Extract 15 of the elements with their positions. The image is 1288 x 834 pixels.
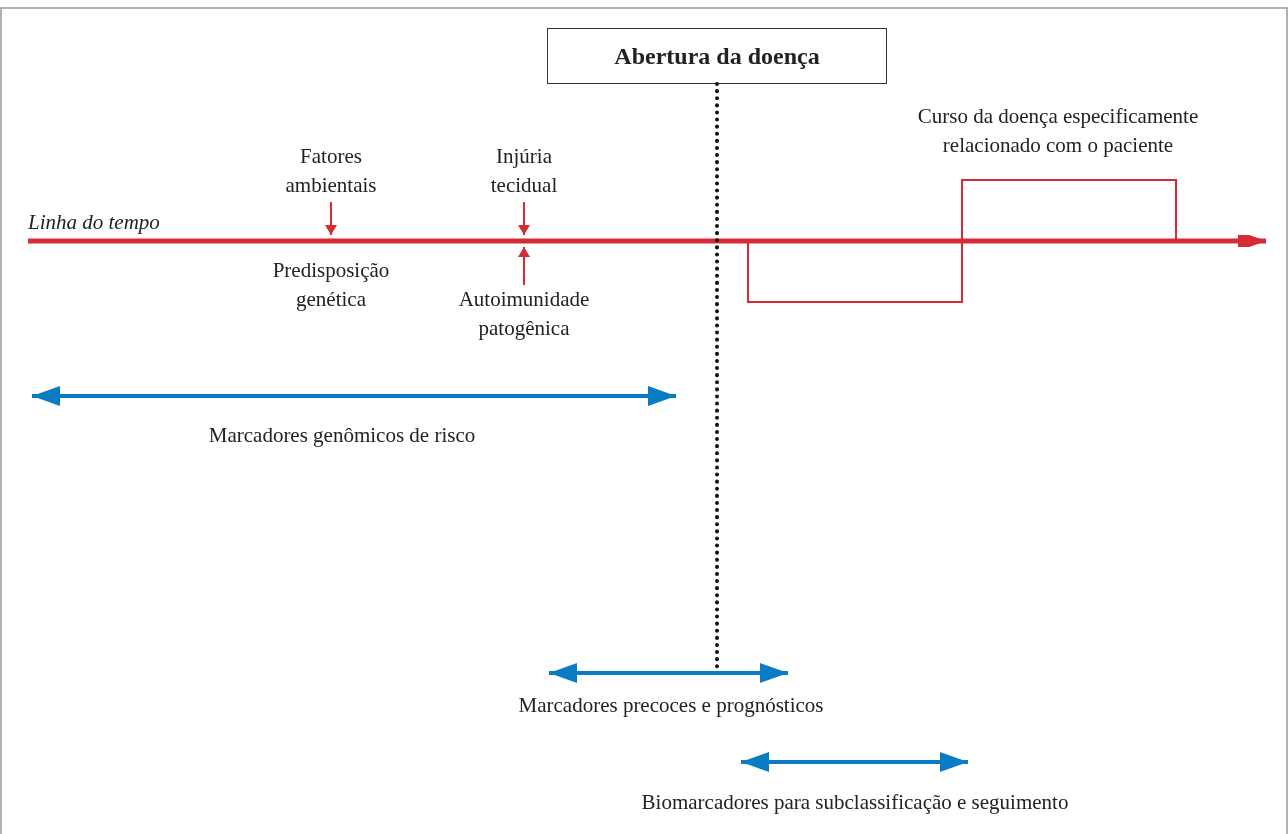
range-label: Biomarcadores para subclassificação e seguimento [640,789,1070,816]
range-label: Marcadores precoces e prognósticos [517,692,825,719]
heading: Abertura da doença [614,41,820,71]
factor-label: Predisposição genética [271,257,391,313]
arrow [518,246,530,286]
arrow [325,201,337,236]
arrow [518,201,530,236]
course-label: Curso da doença especificamente relacionado com o paciente [916,103,1200,159]
range-label: Marcadores genômicos de risco [207,422,477,449]
factor-label: Fatores ambientais [284,143,378,199]
factor-label: Injúria tecidual [489,143,559,199]
factor-label: Autoimunidade patogênica [457,286,591,342]
timeline-arrow [28,235,1266,247]
title-box [547,28,887,84]
timeline-label: Linha do tempo [28,209,160,236]
